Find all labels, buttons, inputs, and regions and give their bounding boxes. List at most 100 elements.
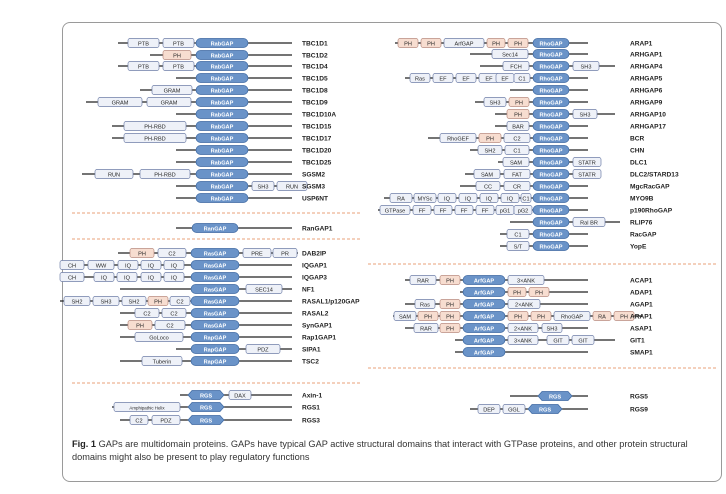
domain-iq-box: [163, 272, 185, 282]
domain-sam-label: SAM: [481, 172, 493, 178]
domain-c2-label: C2: [143, 311, 150, 317]
domain-ph-box: [439, 299, 461, 309]
domain-c1-box: [504, 145, 530, 155]
domain-goloco-label: GoLoco: [149, 335, 169, 341]
domain-ral-br-label: Ral BR: [580, 220, 598, 226]
domain-ph-label: PH: [136, 323, 144, 329]
domain-rasgap-label: RasGAP: [204, 323, 227, 329]
domain-gtpase-box: [379, 205, 411, 215]
domain-rar-label: RAR: [417, 278, 429, 284]
domain-ph-box: [508, 97, 530, 107]
domain-c2-label: C2: [135, 418, 142, 424]
domain-rhogap-box: [532, 61, 570, 71]
figure-caption: Fig. 1 GAPs are multidomain proteins. GA…: [72, 438, 717, 463]
domain-fch-box: [502, 61, 530, 71]
protein-name-label: SGSM3: [302, 184, 325, 191]
domain-ef-label: EF: [501, 76, 509, 82]
domain-rhogap-box: [553, 311, 591, 321]
domain-ph-label: PH: [446, 326, 454, 332]
domain-ff-label: FF: [419, 208, 426, 214]
domain-rabgap-label: RabGAP: [211, 112, 234, 118]
domain-3-ank-box: [507, 275, 545, 285]
protein-name-label: CHN: [630, 148, 645, 155]
domain-sec14-label: Sec14: [502, 52, 518, 58]
domain-rabgap-box: [195, 61, 249, 71]
domain-ph-label: PH: [427, 41, 435, 47]
domain-ph-rbd-label: PH-RBD: [144, 124, 165, 130]
domain-pdz-label: PDZ: [160, 418, 172, 424]
protein-name-label: GIT1: [630, 338, 645, 345]
domain-ral-br-box: [572, 217, 606, 227]
domain-c2-label: C2: [176, 299, 183, 305]
domain-rabgap-box: [195, 145, 249, 155]
domain-rabgap-box: [195, 193, 249, 203]
domain-c1-box: [506, 229, 530, 239]
domain-ph-box: [486, 38, 506, 48]
domain-gram-box: [151, 85, 193, 95]
domain-iq-label: IQ: [486, 196, 493, 202]
protein-name-label: TBC1D9: [302, 100, 328, 107]
protein-name-label: SIPA1: [302, 347, 321, 354]
domain-rgs-box: [187, 415, 225, 425]
domain-ff-box: [475, 205, 495, 215]
domain-sh3-label: SH3: [258, 184, 269, 190]
domain-arfgap-box: [462, 323, 506, 333]
domain-ff-box: [433, 205, 453, 215]
domain-rabgap-box: [195, 157, 249, 167]
domain-rhogap-box: [532, 181, 570, 191]
domain-ph-rbd-box: [139, 169, 191, 179]
domain-mysc-label: MYSc: [418, 196, 433, 202]
domain-iq-box: [458, 193, 478, 203]
domain-rhogap-label: RhoGAP: [540, 88, 563, 94]
domain-ras-label: Ras: [420, 302, 430, 308]
domain-sam-box: [393, 311, 417, 321]
domain-iq-label: IQ: [171, 275, 178, 281]
domain-rhogap-label: RhoGAP: [540, 64, 563, 70]
domain-rhogap-box: [532, 49, 570, 59]
domain-rasgap-box: [190, 320, 240, 330]
domain-ef-box: [432, 73, 454, 83]
domain-ff-box: [412, 205, 432, 215]
protein-name-label: RLIP76: [630, 220, 653, 227]
domain-iq-label: IQ: [171, 263, 178, 269]
domain-rgs-label: RGS: [200, 405, 212, 411]
domain-rhogap-label: RhoGAP: [540, 112, 563, 118]
domain-iq-label: IQ: [124, 275, 131, 281]
domain-sh3-box: [92, 296, 120, 306]
protein-name-label: ACAP1: [630, 278, 653, 285]
domain-gtpase-label: GTPase: [385, 208, 406, 214]
protein-name-label: TSC2: [302, 359, 319, 366]
domain-ra-box: [592, 311, 612, 321]
domain-ch-label: CH: [68, 275, 76, 281]
protein-name-label: USP6NT: [302, 196, 328, 203]
domain-rasgap-label: RasGAP: [204, 263, 227, 269]
caption-label: Fig. 1: [72, 439, 96, 449]
domain-c1-label: C1: [518, 76, 525, 82]
domain-ph-label: PH: [486, 136, 494, 142]
domain-arfgap-label: ArfGAP: [455, 41, 474, 47]
domain-2-ank-label: 2×ANK: [514, 326, 532, 332]
domain-rhogap-label: RhoGAP: [540, 136, 563, 142]
domain-ph-rbd-label: PH-RBD: [144, 136, 165, 142]
domain-arfgap-box: [462, 275, 506, 285]
domain-ph-rbd-box: [123, 121, 187, 131]
domain-iq-box: [479, 193, 499, 203]
domain-ra-label: RA: [397, 196, 405, 202]
domain-ch-label: CH: [68, 263, 76, 269]
domain-iq-label: IQ: [444, 196, 451, 202]
domain-ef-label: EF: [462, 76, 470, 82]
protein-name-label: RGS5: [630, 394, 648, 401]
domain-pg2-box: [513, 205, 533, 215]
domain-fat-box: [503, 169, 531, 179]
domain-iq-label: IQ: [148, 275, 155, 281]
domain-sh2-box: [121, 296, 147, 306]
